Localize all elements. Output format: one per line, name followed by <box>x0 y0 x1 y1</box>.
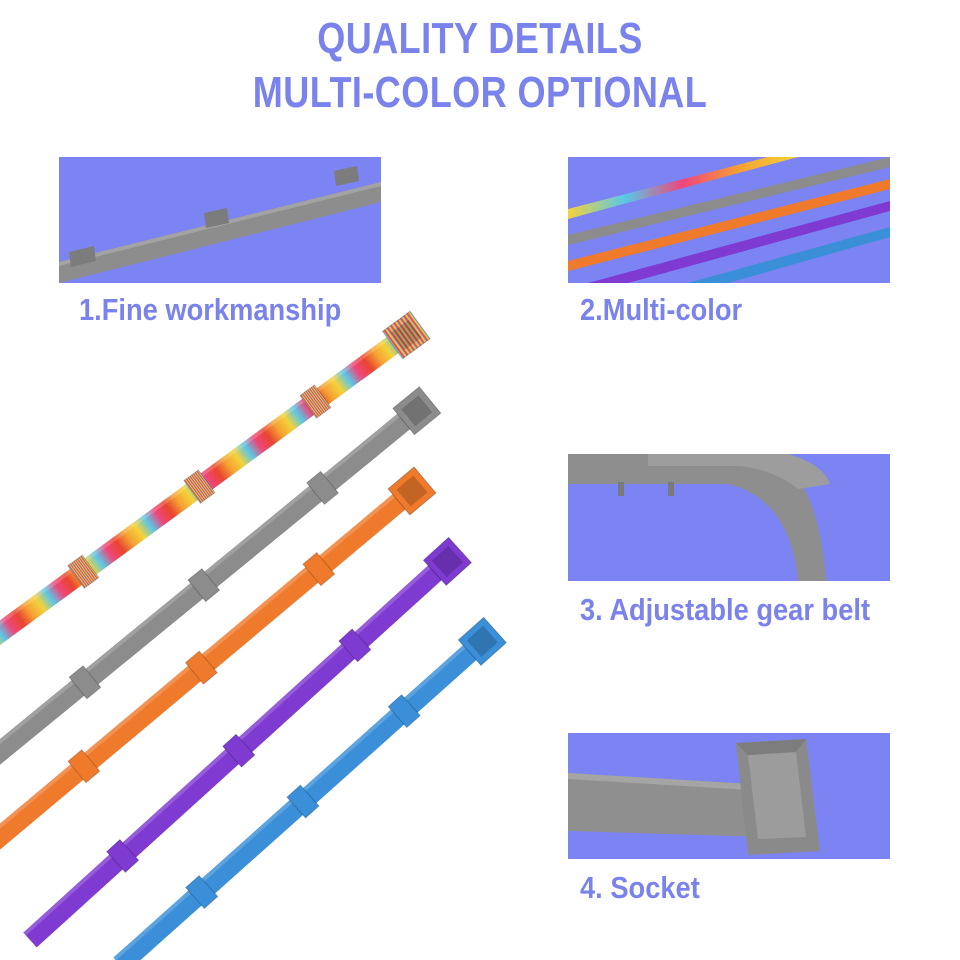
detail-panel-socket <box>568 733 890 859</box>
detail-panel-workmanship <box>59 157 381 283</box>
cable-tie-purple <box>23 536 473 948</box>
socket-closeup-image <box>568 733 890 859</box>
gear-belt-closeup-image <box>568 454 890 581</box>
caption-multicolor: 2.Multi-color <box>580 292 743 327</box>
cable-ties-group <box>0 310 508 960</box>
caption-socket: 4. Socket <box>580 870 700 905</box>
cable-ties-product-image <box>0 310 508 960</box>
heading-line-1: QUALITY DETAILS <box>317 14 643 63</box>
caption-gear-belt: 3. Adjustable gear belt <box>580 592 871 627</box>
detail-panel-multicolor <box>568 157 890 283</box>
cable-tie-blue <box>113 616 508 960</box>
cable-tie-orange <box>0 466 437 853</box>
cable-tie-gray <box>0 386 442 768</box>
gray-tie-closeup-image <box>59 157 381 283</box>
cable-tie-rainbow <box>0 310 431 649</box>
caption-workmanship: 1.Fine workmanship <box>79 292 342 327</box>
detail-panel-gear-belt <box>568 454 890 581</box>
heading-line-2: MULTI-COLOR OPTIONAL <box>252 68 708 117</box>
multicolor-ties-image <box>568 157 890 283</box>
